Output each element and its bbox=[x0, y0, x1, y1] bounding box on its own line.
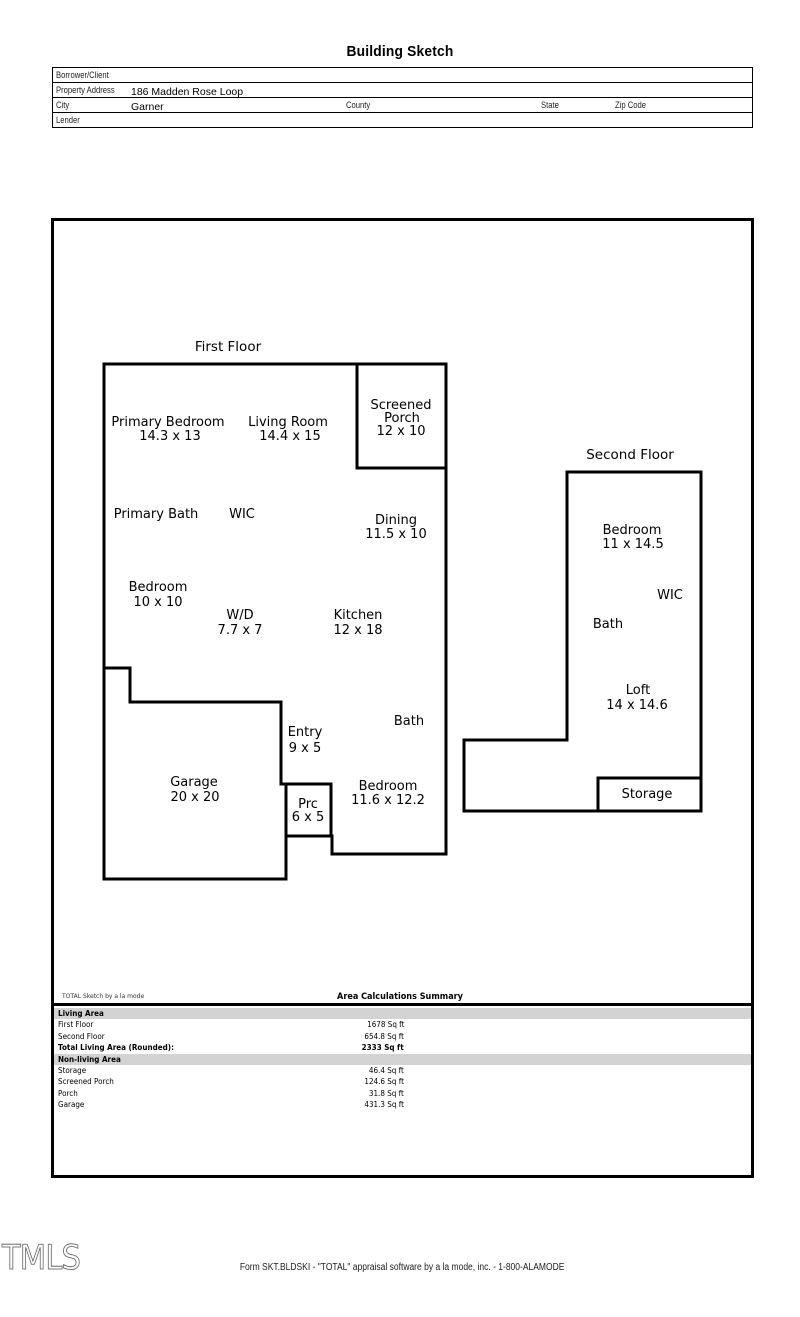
room-name: Storage bbox=[622, 787, 673, 802]
area-row: Screened Porch 124.6 Sq ft bbox=[54, 1076, 751, 1087]
room-name: WIC bbox=[657, 588, 683, 603]
form-footer: Form SKT.BLDSKI - "TOTAL" appraisal soft… bbox=[239, 1262, 565, 1273]
borrower-row: Borrower/Client bbox=[53, 68, 752, 83]
room-name: Garage bbox=[170, 775, 218, 790]
area-row: Second Floor 654.8 Sq ft bbox=[54, 1031, 751, 1042]
room-dims: 20 x 20 bbox=[170, 790, 219, 805]
sketch-credit: TOTAL Sketch by a la mode bbox=[62, 993, 145, 1000]
room-name: Loft bbox=[626, 683, 650, 698]
room-name: Bedroom bbox=[603, 523, 662, 538]
room-name: Prc bbox=[298, 797, 318, 812]
room-name: Kitchen bbox=[334, 608, 383, 623]
room-name: Bath bbox=[593, 617, 623, 632]
room-dims: 9 x 5 bbox=[289, 741, 322, 756]
area-label: Porch bbox=[58, 1088, 78, 1098]
city-row: City Garner County State Zip Code bbox=[53, 98, 752, 113]
area-label: Garage bbox=[58, 1100, 85, 1110]
room-name: WIC bbox=[229, 507, 255, 522]
second-floor-outline bbox=[462, 470, 703, 813]
room-dims: 7.7 x 7 bbox=[218, 623, 263, 638]
room-dims: 14.4 x 15 bbox=[259, 429, 320, 444]
area-row: Storage 46.4 Sq ft bbox=[54, 1065, 751, 1076]
room-name: Porch bbox=[384, 411, 420, 426]
room-dims: 11.6 x 12.2 bbox=[351, 793, 425, 808]
property-info-table: Borrower/Client Property Address 186 Mad… bbox=[52, 67, 753, 128]
county-label: County bbox=[346, 100, 371, 110]
area-label: Screened Porch bbox=[58, 1077, 114, 1087]
area-label: First Floor bbox=[58, 1020, 94, 1030]
tmls-logo: TMLS bbox=[2, 1238, 82, 1279]
section-label: Non-living Area bbox=[58, 1054, 121, 1064]
lender-row: Lender bbox=[53, 113, 752, 128]
area-value: 46.4 Sq ft bbox=[369, 1065, 404, 1075]
room-dims: 11 x 14.5 bbox=[602, 537, 663, 552]
room-dims: 12 x 18 bbox=[333, 623, 382, 638]
garage-wall bbox=[104, 666, 286, 786]
property-address-label: Property Address bbox=[56, 85, 115, 95]
room-dims: 14 x 14.6 bbox=[606, 698, 667, 713]
area-row: Garage 431.3 Sq ft bbox=[54, 1099, 751, 1110]
room-dims: 11.5 x 10 bbox=[365, 527, 426, 542]
logo-text: TMLS bbox=[2, 1238, 82, 1279]
borrower-label: Borrower/Client bbox=[56, 70, 109, 80]
living-area-header: Living Area bbox=[54, 1008, 751, 1020]
lender-label: Lender bbox=[56, 115, 80, 125]
second-floor-label: Second Floor bbox=[586, 447, 674, 463]
property-address-value: 186 Madden Rose Loop bbox=[131, 86, 244, 98]
sketch-frame bbox=[51, 218, 754, 1178]
area-value: 654.8 Sq ft bbox=[364, 1031, 404, 1041]
first-floor-label: First Floor bbox=[195, 339, 262, 355]
area-value: 431.3 Sq ft bbox=[364, 1100, 404, 1110]
total-label: Total Living Area (Rounded): bbox=[58, 1043, 174, 1053]
total-value: 2333 Sq ft bbox=[362, 1043, 404, 1053]
room-name: Primary Bedroom bbox=[111, 415, 224, 430]
screened-porch-wall bbox=[355, 364, 446, 470]
room-name: W/D bbox=[226, 608, 253, 623]
state-label: State bbox=[541, 100, 559, 110]
non-living-area-header: Non-living Area bbox=[54, 1053, 751, 1065]
zip-code-label: Zip Code bbox=[615, 100, 647, 110]
total-living-area-row: Total Living Area (Rounded): 2333 Sq ft bbox=[54, 1042, 751, 1053]
area-label: Second Floor bbox=[58, 1031, 105, 1041]
storage-box bbox=[596, 776, 701, 811]
room-dims: 6 x 5 bbox=[292, 810, 325, 825]
room-name: Screened bbox=[371, 398, 432, 413]
area-label: Storage bbox=[58, 1065, 87, 1075]
room-name: Bedroom bbox=[129, 580, 188, 595]
room-name: Bedroom bbox=[359, 779, 418, 794]
area-calculations-table: Living Area First Floor 1678 Sq ft Secon… bbox=[54, 1008, 751, 1111]
room-name: Dining bbox=[375, 513, 417, 528]
room-name: Bath bbox=[394, 714, 424, 729]
room-name: Living Room bbox=[248, 415, 328, 430]
porch-box bbox=[284, 782, 333, 838]
room-name: Entry bbox=[288, 725, 323, 740]
room-dims: 14.3 x 13 bbox=[139, 429, 200, 444]
city-label: City bbox=[56, 100, 70, 110]
room-dims: 12 x 10 bbox=[376, 424, 425, 439]
area-row: First Floor 1678 Sq ft bbox=[54, 1019, 751, 1030]
summary-title: Area Calculations Summary bbox=[337, 992, 463, 1002]
room-dims: 10 x 10 bbox=[133, 595, 182, 610]
area-value: 31.8 Sq ft bbox=[369, 1088, 404, 1098]
section-label: Living Area bbox=[58, 1009, 104, 1018]
area-value: 1678 Sq ft bbox=[366, 1020, 404, 1030]
summary-divider bbox=[51, 1003, 754, 1006]
area-value: 124.6 Sq ft bbox=[364, 1077, 404, 1087]
page-title: Building Sketch bbox=[346, 43, 454, 60]
room-name: Primary Bath bbox=[114, 507, 199, 522]
property-address-row: Property Address 186 Madden Rose Loop bbox=[53, 83, 752, 98]
city-value: Garner bbox=[131, 101, 164, 113]
area-row: Porch 31.8 Sq ft bbox=[54, 1088, 751, 1099]
